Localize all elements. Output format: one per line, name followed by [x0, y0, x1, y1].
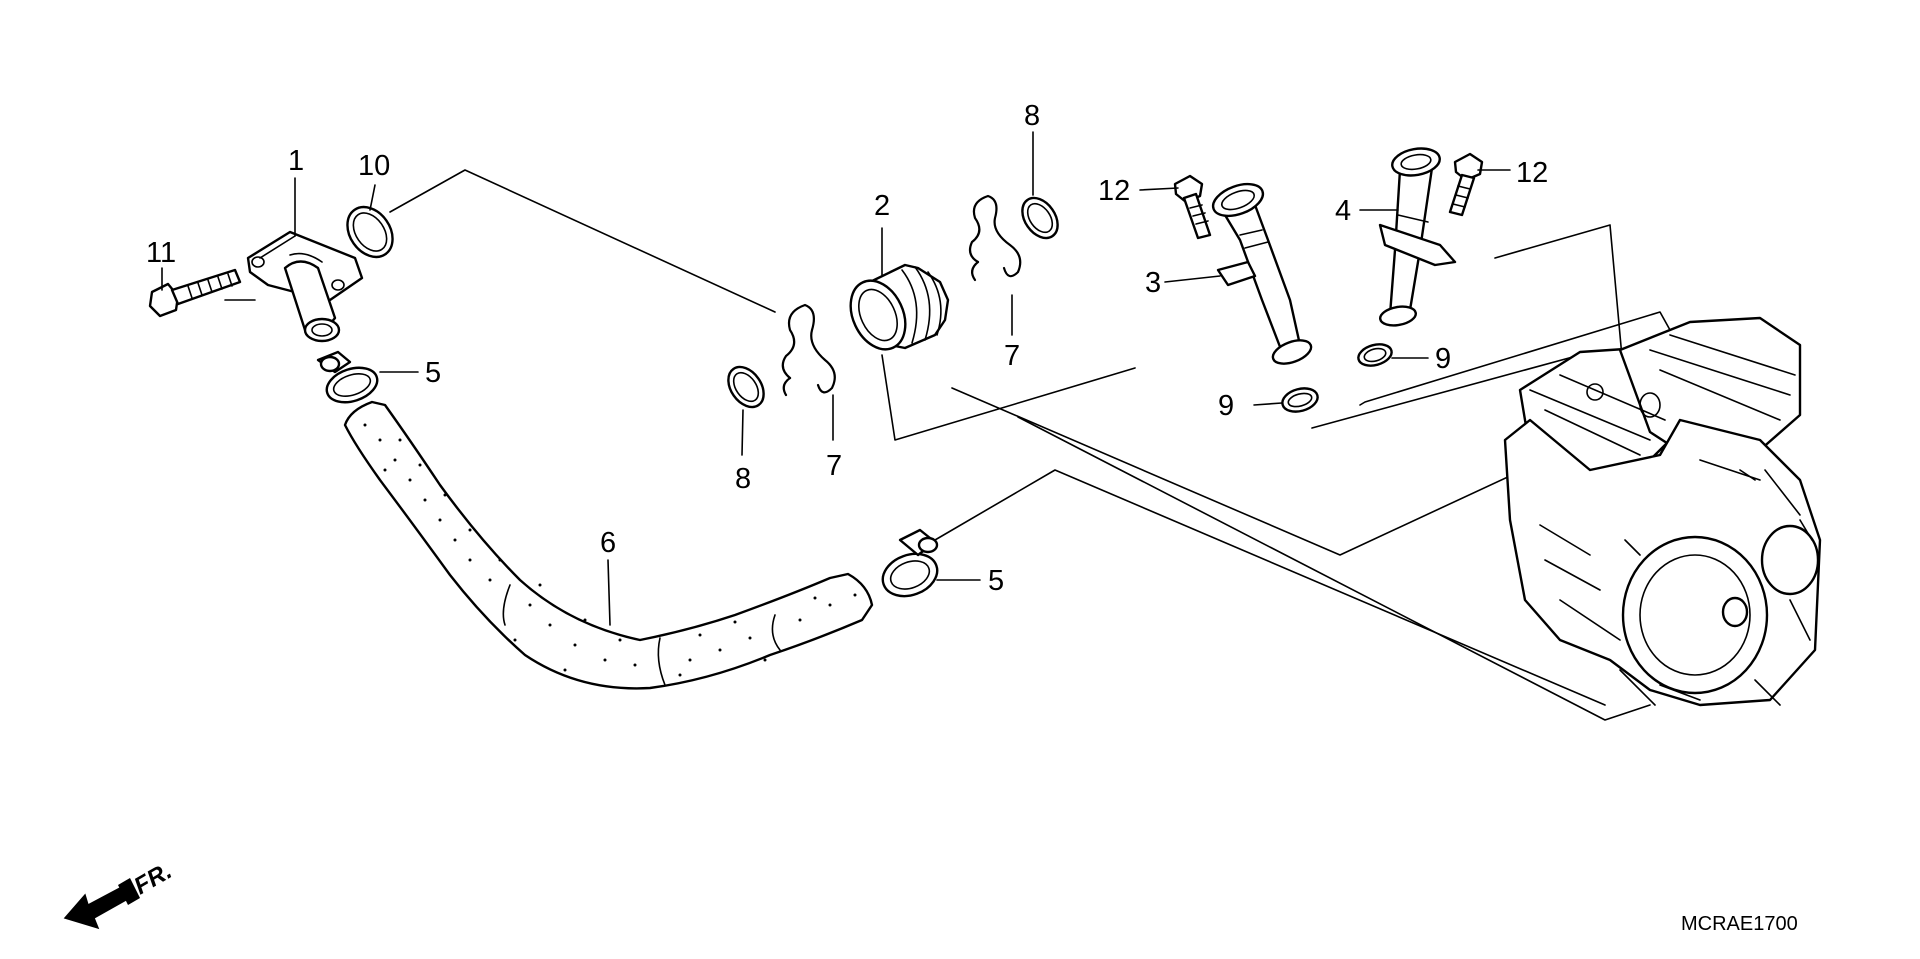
- callout-1: 1: [288, 145, 304, 177]
- callout-7-left: 7: [826, 450, 842, 482]
- joint-pipe-2: [849, 263, 950, 351]
- flange-bolt-11: [148, 268, 242, 318]
- callout-5-upper: 5: [425, 357, 441, 389]
- o-ring-8-left: [727, 365, 765, 409]
- callout-9-right: 9: [1435, 343, 1451, 375]
- callout-9-left: 9: [1218, 390, 1234, 422]
- callout-8-left: 8: [735, 463, 751, 495]
- callout-2: 2: [874, 190, 890, 222]
- o-ring-9-left: [1281, 387, 1319, 413]
- flange-bolt-12-left: [1173, 174, 1212, 240]
- water-hose-6: [343, 400, 874, 690]
- engine-block: [1503, 316, 1822, 707]
- water-pipe-3: [1211, 182, 1313, 365]
- callout-3: 3: [1145, 267, 1161, 299]
- callout-7-right: 7: [1004, 340, 1020, 372]
- diagram-code: MCRAE1700: [1681, 913, 1798, 935]
- callout-4: 4: [1335, 195, 1351, 227]
- assembly-lines: [389, 169, 1671, 721]
- callout-5-lower: 5: [988, 565, 1004, 597]
- water-pipe-4: [1378, 147, 1457, 327]
- water-outlet-joint: [246, 230, 364, 343]
- callout-8-right: 8: [1024, 100, 1040, 132]
- callouts: 1 10 11 5 6 8 7 2 7 8 5 12 3 9 4 12 9: [146, 100, 1548, 597]
- o-ring-9-right: [1357, 343, 1393, 367]
- callout-12-left: 12: [1098, 175, 1130, 207]
- leader-lines: [161, 131, 1511, 626]
- hose-clamp-5-lower: [881, 528, 939, 598]
- wire-clip-7-left: [781, 303, 836, 397]
- o-ring-8-right: [1021, 196, 1059, 240]
- wire-clip-7-right: [968, 194, 1022, 282]
- callout-12-right: 12: [1516, 157, 1548, 189]
- o-ring-10: [346, 205, 394, 259]
- callout-6: 6: [600, 527, 616, 559]
- flange-bolt-12-right: [1448, 152, 1484, 217]
- front-direction-indicator: FR.: [63, 857, 176, 930]
- callout-11: 11: [146, 237, 176, 269]
- hose-clamp-5-upper: [316, 350, 379, 404]
- callout-10: 10: [358, 150, 390, 182]
